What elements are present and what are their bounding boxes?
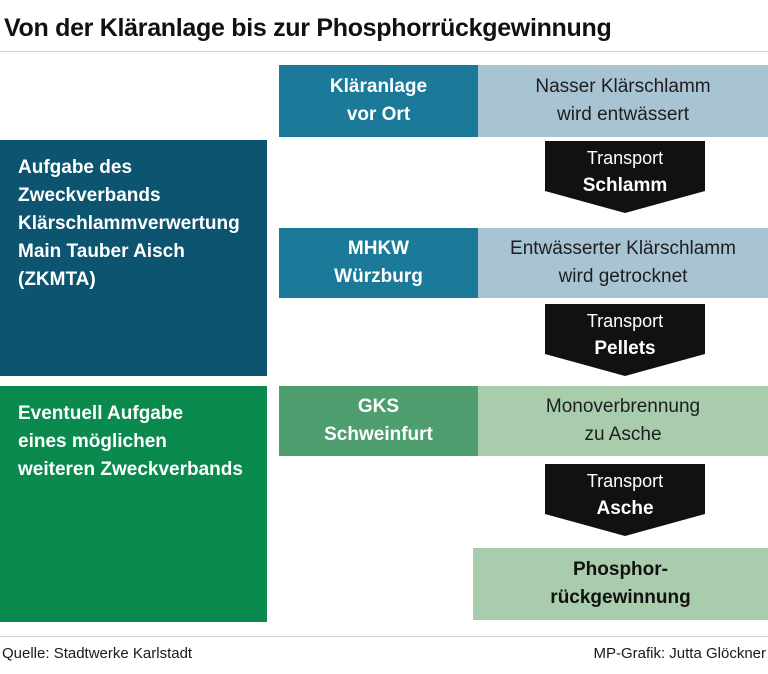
site-label: Schweinfurt [324,424,433,445]
description-label: wird getrocknet [558,266,688,287]
down-arrow-icon [545,464,705,536]
transport-arrow-schlamm: Transport Schlamm [545,141,705,213]
title-divider [0,51,768,52]
credit-note: MP-Grafik: Jutta Glöckner [593,645,766,662]
transport-material: Asche [596,498,654,519]
transport-label: Transport [586,148,664,168]
down-arrow-icon [545,141,705,213]
future-panel-line: Eventuell Aufgabe [18,403,184,424]
description-label: wird entwässert [557,104,689,125]
site-label: Würzburg [334,266,423,287]
description-box-incineration: Monoverbrennung zu Asche [478,386,768,456]
description-box-dewatered-sludge: Entwässerter Klärschlamm wird getrocknet [478,228,768,298]
down-arrow-icon [545,304,705,376]
site-box-mhkw-wuerzburg: MHKW Würzburg [279,228,478,298]
site-box-klaeranlage: Kläranlage vor Ort [279,65,478,137]
site-label: GKS [357,396,400,417]
zkmta-panel-line: Aufgabe des [18,157,133,178]
page-title: Von der Kläranlage bis zur Phosphorrückg… [4,14,612,42]
transport-material: Schlamm [582,175,668,196]
description-label: zu Asche [584,424,662,445]
zkmta-panel: Aufgabe des Zweckverbands Klärschlammver… [0,140,267,376]
final-label: rückgewinnung [550,587,691,608]
final-box-phosphorus-recovery: Phosphor- rückgewinnung [473,548,768,620]
transport-label: Transport [586,311,664,331]
zkmta-panel-line: (ZKMTA) [18,269,96,290]
zkmta-panel-line: Klärschlammverwertung [18,213,240,234]
description-label: Nasser Klärschlamm [535,76,711,97]
site-label: MHKW [347,238,410,259]
description-label: Monoverbrennung [545,396,701,417]
zkmta-panel-line: Zweckverbands [18,185,161,206]
footer-divider [0,636,768,637]
zkmta-panel-line: Main Tauber Aisch [18,241,185,262]
site-label: Kläranlage [329,76,428,97]
future-association-panel: Eventuell Aufgabe eines möglichen weiter… [0,386,267,622]
transport-label: Transport [586,471,664,491]
future-panel-line: weiteren Zweckverbands [18,459,243,480]
transport-material: Pellets [594,338,656,359]
transport-arrow-asche: Transport Asche [545,464,705,536]
final-label: Phosphor- [573,559,668,580]
description-box-wet-sludge: Nasser Klärschlamm wird entwässert [478,65,768,137]
future-panel-line: eines möglichen [18,431,167,452]
source-note: Quelle: Stadtwerke Karlstadt [2,645,193,662]
transport-arrow-pellets: Transport Pellets [545,304,705,376]
site-box-gks-schweinfurt: GKS Schweinfurt [279,386,478,456]
site-label: vor Ort [346,104,411,125]
description-label: Entwässerter Klärschlamm [510,238,736,259]
